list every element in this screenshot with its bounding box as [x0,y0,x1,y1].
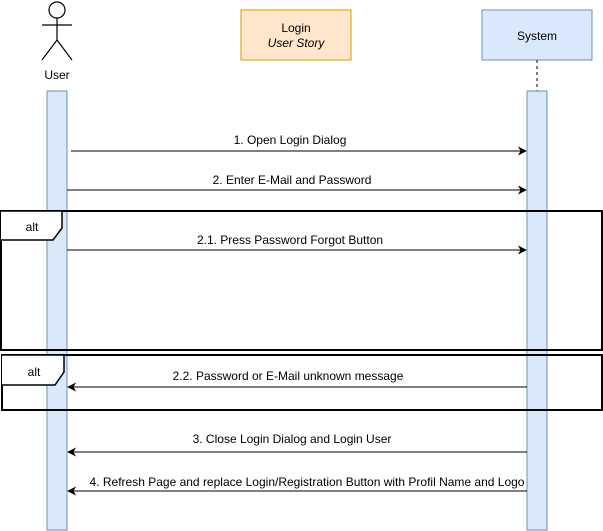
system-participant[interactable]: System [481,9,593,61]
message-2-2[interactable]: 2.2. Password or E-Mail unknown message [67,369,527,392]
alt-fragment-2-tab [2,354,65,386]
system-participant-box [481,9,593,61]
user-story-note-box [240,9,352,61]
message-2-label: 2. Enter E-Mail and Password [213,173,372,187]
alt-fragment-1-frame [0,210,603,351]
user-story-note-subtitle: User Story [268,36,326,50]
message-2-2-label: 2.2. Password or E-Mail unknown message [173,369,404,383]
user-actor-right-leg [56,39,73,61]
message-4-label: 4. Refresh Page and replace Login/Regist… [90,475,525,489]
message-1-label: 1. Open Login Dialog [234,133,347,147]
message-4[interactable]: 4. Refresh Page and replace Login/Regist… [67,475,527,496]
alt-fragment-1[interactable]: alt [0,210,603,351]
message-3-label: 3. Close Login Dialog and Login User [193,432,392,446]
user-actor[interactable]: User [41,1,73,82]
user-story-note[interactable]: Login User Story [240,9,352,61]
message-2-1[interactable]: 2.1. Press Password Forgot Button [67,233,527,255]
alt-fragment-1-label: alt [26,220,39,234]
message-2[interactable]: 2. Enter E-Mail and Password [67,173,527,195]
message-1[interactable]: 1. Open Login Dialog [71,133,527,156]
user-actor-head [48,1,66,19]
message-3[interactable]: 3. Close Login Dialog and Login User [67,432,527,457]
alt-fragment-2[interactable]: alt [1,354,603,411]
message-2-1-label: 2.1. Press Password Forgot Button [197,233,383,247]
user-actor-label: User [44,68,69,82]
alt-fragment-1-tab [1,210,63,241]
user-story-note-title: Login [281,21,310,35]
user-actor-left-leg [41,39,58,61]
user-activation-bar[interactable] [46,90,68,531]
alt-fragment-2-label: alt [28,365,41,379]
system-participant-label: System [517,29,557,43]
system-activation-bar[interactable] [526,90,548,531]
